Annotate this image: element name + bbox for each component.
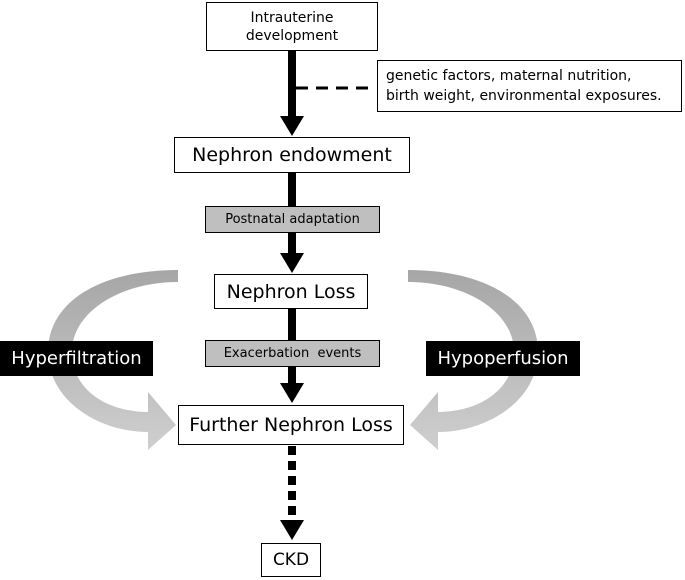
intrauterine-line-2: development: [245, 27, 339, 44]
contributing-factors-box: genetic factors, maternal nutrition, bir…: [377, 60, 682, 112]
exacerbation-events-label: Exacerbation events: [223, 346, 362, 361]
nephron-endowment-label: Nephron endowment: [192, 144, 392, 166]
exacerbation-events-box: Exacerbation events: [205, 340, 380, 367]
curved-arrow-right: [408, 270, 538, 450]
curved-arrow-left: [48, 270, 178, 450]
intrauterine-development-box: Intrauterine development: [206, 2, 378, 51]
nephron-endowment-box: Nephron endowment: [174, 137, 410, 173]
ckd-box: CKD: [261, 543, 321, 577]
further-nephron-loss-box: Further Nephron Loss: [178, 405, 404, 445]
intrauterine-line-1: Intrauterine: [250, 9, 334, 26]
postnatal-adaptation-label: Postnatal adaptation: [225, 212, 360, 227]
arrow-intrauterine-to-endowment: [280, 50, 304, 136]
hypoperfusion-label-box: Hypoperfusion: [426, 341, 580, 376]
factors-line-1: genetic factors, maternal nutrition,: [386, 68, 632, 84]
postnatal-adaptation-box: Postnatal adaptation: [205, 206, 380, 233]
arrow-exacerbation-to-further-loss: [280, 366, 304, 403]
arrow-postnatal-to-loss: [280, 233, 304, 273]
nephron-loss-box: Nephron Loss: [214, 274, 368, 309]
further-nephron-loss-label: Further Nephron Loss: [189, 414, 393, 436]
hypoperfusion-label: Hypoperfusion: [437, 348, 569, 369]
ckd-label: CKD: [272, 550, 310, 570]
hyperfiltration-label: Hyperfiltration: [11, 348, 142, 369]
factors-line-2: birth weight, environmental exposures.: [386, 88, 662, 104]
hyperfiltration-label-box: Hyperfiltration: [0, 341, 153, 376]
dotted-arrow-further-loss-to-ckd: [280, 446, 304, 540]
nephron-loss-label: Nephron Loss: [226, 280, 356, 303]
